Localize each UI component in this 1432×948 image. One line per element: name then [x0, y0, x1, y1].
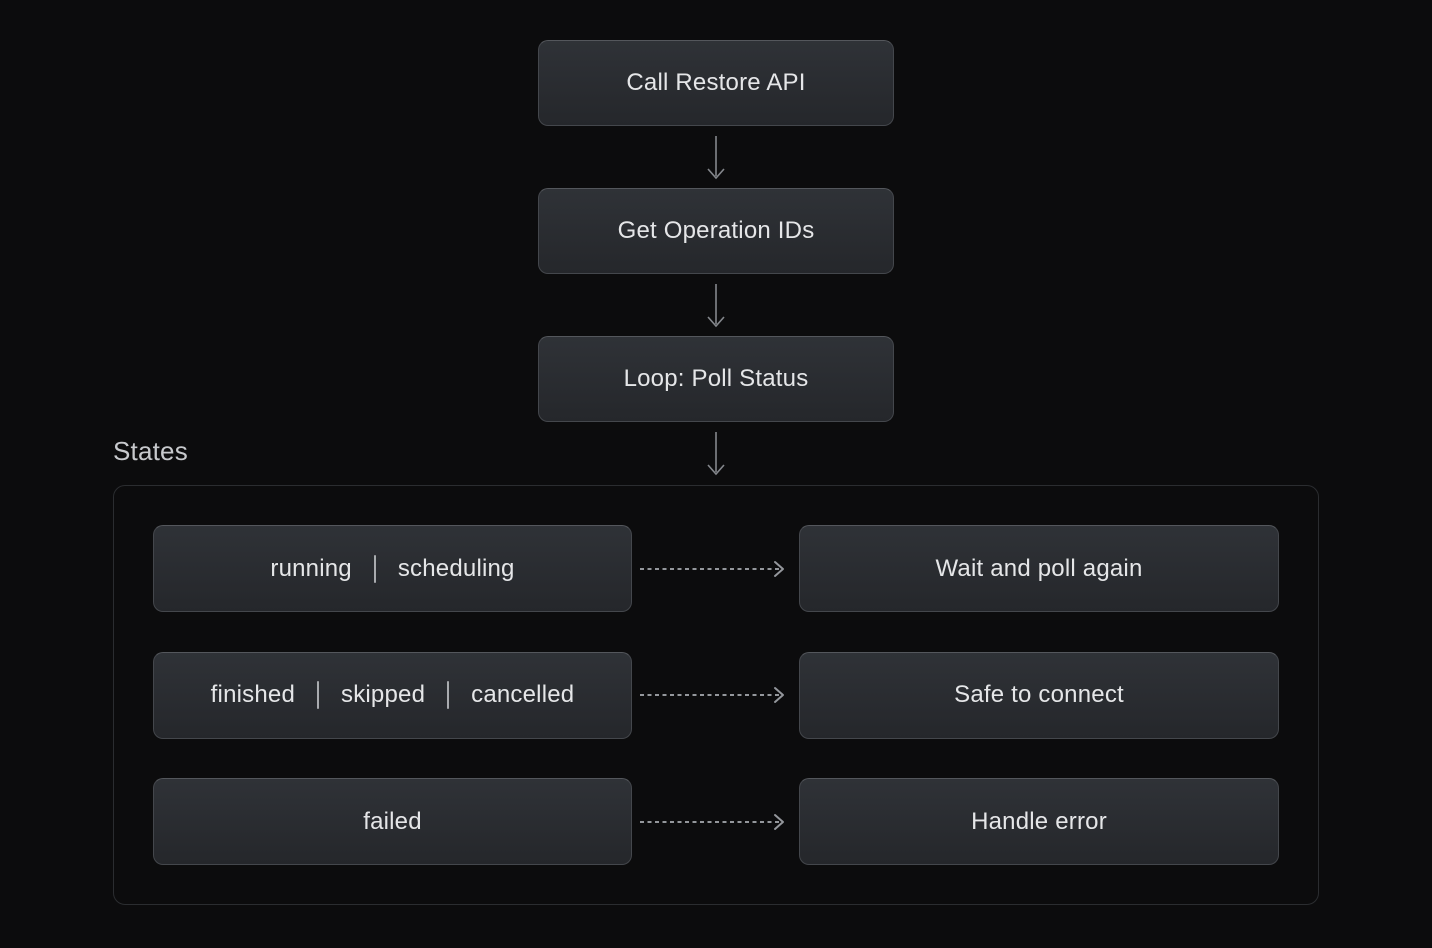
state-box: running scheduling — [153, 525, 632, 612]
action-box: Safe to connect — [799, 651, 1279, 739]
state-row: failed Handle error — [153, 778, 1279, 865]
states-section-label: States — [113, 436, 188, 466]
dashed-arrow-icon — [632, 558, 799, 580]
action-box-label: Safe to connect — [954, 681, 1124, 708]
states-container: running scheduling Wait and poll again fi… — [113, 485, 1319, 905]
state-label: cancelled — [471, 681, 575, 708]
state-divider — [317, 681, 319, 709]
state-box: finished skipped cancelled — [153, 651, 632, 739]
state-box-labels: finished skipped cancelled — [211, 681, 575, 709]
state-label: scheduling — [397, 554, 515, 582]
state-box: failed — [153, 778, 632, 865]
state-label: running — [270, 554, 352, 582]
state-divider — [447, 681, 450, 709]
state-label: skipped — [341, 681, 426, 708]
arrow-down-icon — [538, 126, 894, 188]
state-label: failed — [363, 807, 422, 835]
state-box-labels: running scheduling — [270, 554, 515, 583]
flow-column: Call Restore API Get Operation IDs Loop:… — [538, 40, 894, 484]
state-row: running scheduling Wait and poll again — [153, 525, 1279, 612]
action-box: Handle error — [799, 778, 1279, 865]
action-box-label: Wait and poll again — [935, 554, 1143, 582]
dashed-arrow-icon — [632, 684, 799, 706]
flow-node: Call Restore API — [538, 40, 894, 126]
arrow-down-icon — [538, 274, 894, 336]
state-box-labels: failed — [363, 808, 422, 836]
action-box: Wait and poll again — [799, 525, 1279, 612]
flow-node-label: Get Operation IDs — [617, 217, 815, 244]
flow-node: Loop: Poll Status — [538, 336, 894, 422]
state-divider — [373, 554, 376, 583]
flow-node-label: Call Restore API — [626, 69, 806, 96]
dashed-arrow-icon — [632, 811, 799, 833]
state-label: finished — [210, 681, 295, 708]
arrow-down-icon — [538, 422, 894, 484]
state-row: finished skipped cancelled Safe to connect — [153, 651, 1279, 739]
flow-node-label: Loop: Poll Status — [623, 365, 809, 392]
action-box-label: Handle error — [971, 807, 1107, 835]
flow-node: Get Operation IDs — [538, 188, 894, 274]
